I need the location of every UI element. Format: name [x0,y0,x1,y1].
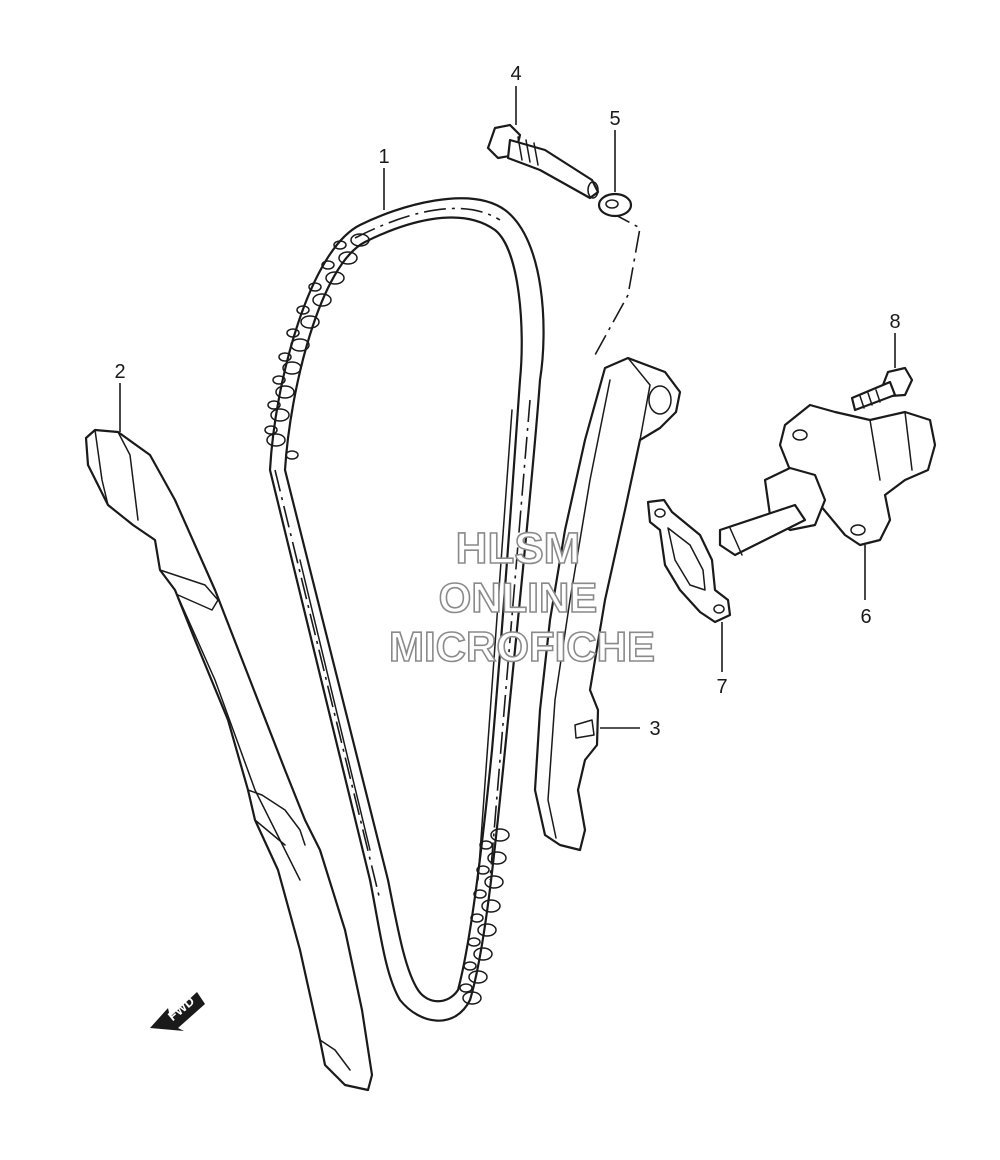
gasket-part-7 [646,498,732,624]
callout-part-6: 6 [860,606,871,628]
washer-part-5 [597,192,633,218]
chain-links-upper [264,233,370,460]
callout-part-8: 8 [889,311,900,333]
chain-links-lower [459,828,510,1005]
watermark-line-2: ONLINE [439,574,598,621]
pivot-bolt-part-4 [486,123,600,200]
callout-part-5: 5 [609,108,620,130]
bolt-part-8 [850,366,914,412]
watermark: HLSM ONLINE MICROFICHE [388,523,656,671]
callout-part-1: 1 [378,146,389,168]
callout-part-2: 2 [114,361,125,383]
callout-part-4: 4 [510,63,521,85]
cam-chain-part-1 [264,197,545,1022]
chain-guide-part-2 [84,428,374,1092]
callout-leaders [119,86,896,729]
watermark-line-1: HLSM [456,524,581,573]
tensioner-assembly-part-6 [718,403,937,557]
callout-part-3: 3 [649,718,660,740]
tensioner-guide-part-3 [533,211,682,852]
watermark-line-3: MICROFICHE [389,623,655,670]
callout-part-7: 7 [716,676,727,698]
callout-labels: 1 2 3 4 5 6 7 8 [114,63,900,740]
fwd-direction-arrow: FWD [150,992,205,1031]
